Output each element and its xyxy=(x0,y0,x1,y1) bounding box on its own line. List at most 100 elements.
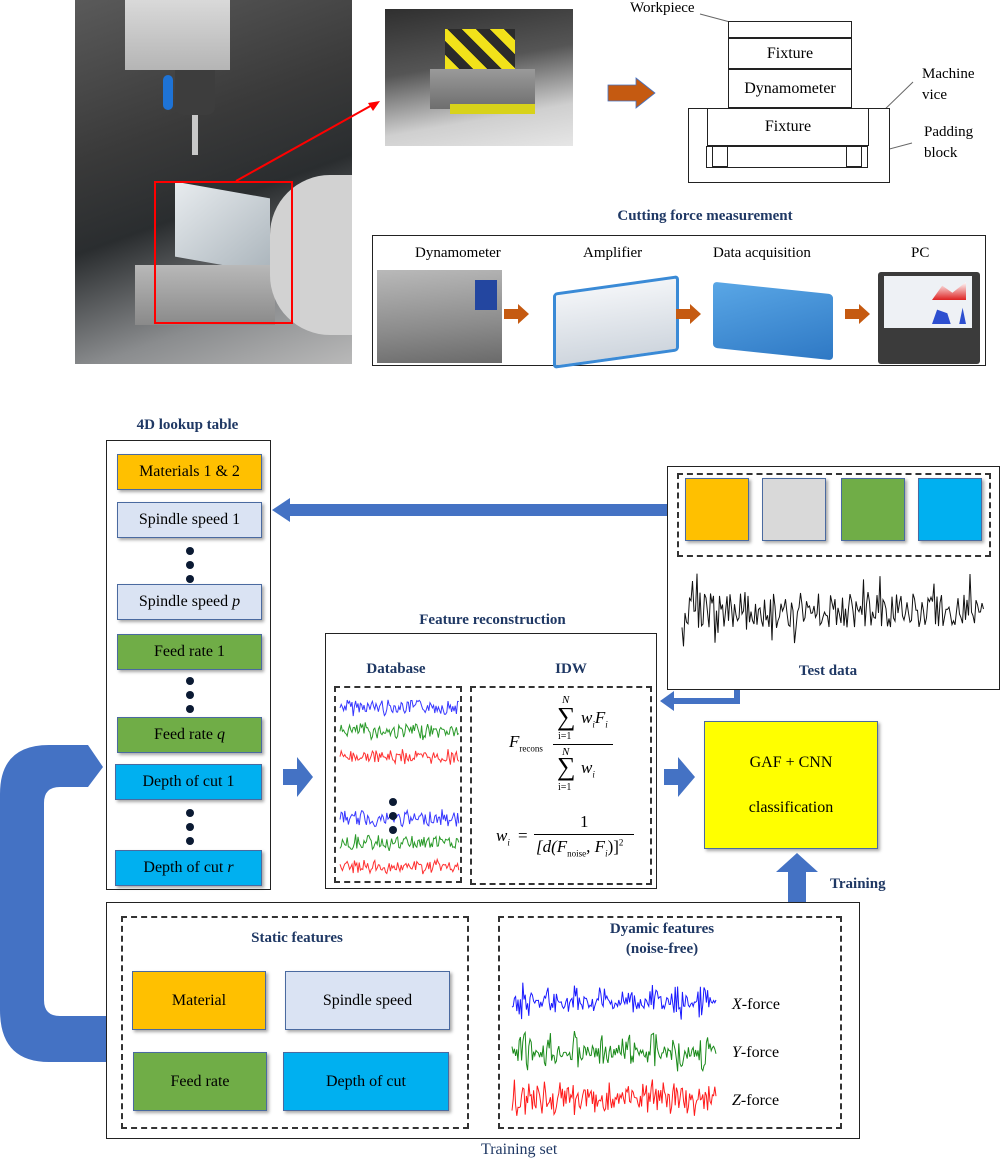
machine-tool-photo xyxy=(75,0,352,364)
arrow-test-to-lookup xyxy=(272,498,680,522)
test-signal xyxy=(681,573,984,647)
fixture-bottom-rect: Fixture xyxy=(707,108,869,146)
lookup-item-label: Spindle speed 1 xyxy=(138,511,241,528)
training-set-panel: Static features Material Spindle speed F… xyxy=(106,902,860,1139)
lookup-item-depth-1: Depth of cut 1 xyxy=(115,764,262,800)
idw-group xyxy=(470,686,652,885)
orange-arrow-1 xyxy=(504,304,529,324)
tool xyxy=(192,115,198,155)
ellipsis-icon xyxy=(186,677,194,719)
workpiece-label: Workpiece xyxy=(630,0,695,16)
db-signal-x2 xyxy=(339,808,460,828)
spindle xyxy=(175,70,215,115)
vice-block xyxy=(135,265,275,325)
pointer-arrow xyxy=(235,101,380,182)
test-data-panel: Test data xyxy=(667,466,1000,690)
dynamic-features-group xyxy=(498,916,842,1129)
spindle-head xyxy=(125,0,230,70)
step-pc-label: PC xyxy=(911,245,930,261)
dynamometer-photo xyxy=(377,270,502,363)
vice-green-strip xyxy=(450,104,535,114)
yellow-fixture xyxy=(445,29,515,69)
arrow-training-up xyxy=(776,853,818,905)
arrow-test-to-recon xyxy=(660,632,740,711)
coolant-pipe xyxy=(163,75,173,110)
test-square-material xyxy=(685,478,749,541)
padding-block-left xyxy=(712,146,728,167)
ellipsis-icon xyxy=(186,809,194,851)
lookup-title: 4D lookup table xyxy=(136,417,239,433)
test-square-feed xyxy=(841,478,905,541)
pc-screen xyxy=(884,276,972,328)
measurement-panel: Dynamometer Amplifier Data acquisition P… xyxy=(372,235,986,369)
machine-vice-label-2: vice xyxy=(922,87,947,103)
arrow-recon-to-gaf xyxy=(664,757,695,797)
test-data-title: Test data xyxy=(798,663,858,679)
static-feed-rate: Feed rate xyxy=(133,1052,267,1111)
static-item-label: Spindle speed xyxy=(322,991,413,1009)
orange-arrow-right xyxy=(607,77,656,109)
arrow-lookup-to-recon xyxy=(283,757,313,797)
classifier-line-2: classification xyxy=(748,798,834,816)
db-signal-x1 xyxy=(339,699,459,717)
dynamic-features-title-2: (noise-free) xyxy=(625,941,699,957)
ellipsis-icon xyxy=(186,547,194,589)
lookup-table: Materials 1 & 2 Spindle speed 1 Spindle … xyxy=(106,440,271,890)
lookup-item-label: Feed rate 1 xyxy=(153,643,226,660)
database-group xyxy=(334,686,462,883)
idw-formula-recon: Frecons N ∑ i=1 wiFi N ∑ i=1 wi xyxy=(509,694,649,804)
recon-panel: Database IDW Frecons N ∑ i=1 wiFi N ∑ i=… xyxy=(325,633,657,889)
orange-arrow-2 xyxy=(676,304,701,324)
padding-tray xyxy=(706,146,868,168)
lookup-item-label: Depth of cut r xyxy=(143,859,234,876)
padding-block-label-2: block xyxy=(924,145,958,161)
training-set-caption: Training set xyxy=(481,1141,558,1158)
gaf-cnn-classifier: GAF + CNN classification xyxy=(704,721,878,849)
highlight-box xyxy=(154,181,293,324)
dynamic-features-title-1: Dyamic features xyxy=(609,921,715,937)
padding-block-label-1: Padding xyxy=(924,124,974,140)
static-item-label: Depth of cut xyxy=(326,1072,406,1090)
x-force-label: X-force xyxy=(732,996,780,1013)
ellipsis-icon xyxy=(389,798,397,840)
fixture-top-label: Fixture xyxy=(766,44,814,62)
lookup-item-label: Depth of cut 1 xyxy=(142,773,235,790)
static-spindle-speed: Spindle speed xyxy=(285,971,450,1030)
dyn-connector xyxy=(475,280,497,310)
padding-block-right xyxy=(846,146,862,167)
lookup-item-spindle-p: Spindle speed p xyxy=(117,584,262,620)
recon-title: Feature reconstruction xyxy=(419,612,566,628)
dyn-signal-y xyxy=(511,1030,717,1073)
z-force-label: Z-force xyxy=(732,1092,780,1109)
orange-arrow-3 xyxy=(845,304,870,324)
y-force-label: Y-force xyxy=(732,1044,780,1061)
static-material: Material xyxy=(132,971,266,1030)
training-label: Training xyxy=(830,876,886,892)
pc-photo xyxy=(878,272,980,364)
db-signal-y2 xyxy=(339,834,460,852)
database-signals xyxy=(339,699,460,875)
lookup-item-label: Materials 1 & 2 xyxy=(139,463,240,480)
lookup-item-depth-r: Depth of cut r xyxy=(115,850,262,886)
dynamic-signals xyxy=(511,982,717,1117)
db-signal-z2 xyxy=(339,857,460,875)
test-square-depth xyxy=(918,478,982,541)
arrow-training-to-lookup xyxy=(0,745,129,1062)
dyn-signal-z xyxy=(511,1079,717,1117)
static-features-group xyxy=(121,916,469,1129)
measurement-title: Cutting force measurement xyxy=(617,208,793,224)
idw-formula-weight: wi = 1 [d(Fnoise, Fi)]2 xyxy=(496,812,646,872)
step-amplifier-label: Amplifier xyxy=(583,245,643,261)
lookup-item-label: Spindle speed p xyxy=(138,593,241,610)
static-item-label: Feed rate xyxy=(170,1072,230,1090)
fixture-photo xyxy=(385,9,573,146)
workpiece-rect xyxy=(728,21,852,38)
static-features-title: Static features xyxy=(251,930,343,946)
idw-title: IDW xyxy=(555,661,587,677)
step-dynamometer-label: Dynamometer xyxy=(415,245,501,261)
lookup-item-feed-q: Feed rate q xyxy=(117,717,262,753)
rotary-table xyxy=(270,175,352,335)
fraction-bar xyxy=(534,834,634,835)
fraction-bar xyxy=(553,744,613,745)
